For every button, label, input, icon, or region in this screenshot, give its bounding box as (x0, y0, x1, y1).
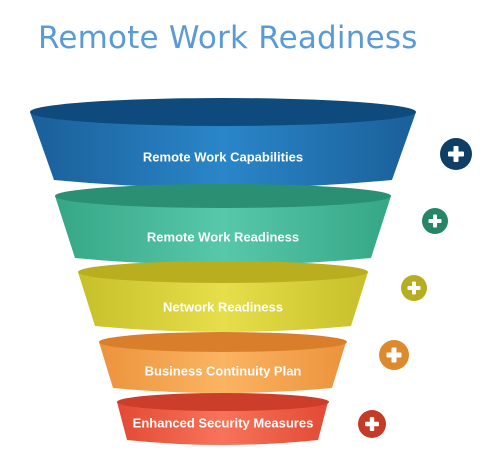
funnel-tier-3: Network Readiness (78, 261, 368, 332)
tier-4-plus-button[interactable] (379, 340, 409, 370)
tier-2-top (55, 184, 391, 208)
tier-1-top (30, 98, 416, 126)
tier-4-label: Business Continuity Plan (145, 363, 302, 378)
tier-3-top (78, 261, 368, 283)
tier-2-plus-button[interactable] (422, 208, 448, 234)
diagram-title: Remote Work Readiness (38, 20, 418, 56)
funnel-tier-1: Remote Work Capabilities (30, 98, 416, 188)
tier-2-body (55, 196, 391, 265)
funnel-tier-5: Enhanced Security Measures (117, 393, 329, 445)
tier-5-plus-button[interactable] (358, 410, 386, 438)
tier-1-plus-button[interactable] (440, 138, 472, 170)
tier-5-top (117, 393, 329, 411)
tier-2-label: Remote Work Readiness (147, 229, 299, 244)
tier-4-body (99, 342, 346, 393)
tier-3-label: Network Readiness (163, 299, 283, 314)
funnel-tier-4: Business Continuity Plan (99, 332, 347, 393)
tier-4-top (99, 332, 347, 352)
tier-3-plus-button[interactable] (401, 275, 427, 301)
tier-5-label: Enhanced Security Measures (133, 415, 314, 430)
tier-1-label: Remote Work Capabilities (143, 149, 303, 164)
tier-3-body (78, 272, 368, 332)
tier-1-body (30, 112, 416, 188)
funnel-tier-2: Remote Work Readiness (55, 184, 391, 265)
tier-5-body (117, 402, 328, 445)
